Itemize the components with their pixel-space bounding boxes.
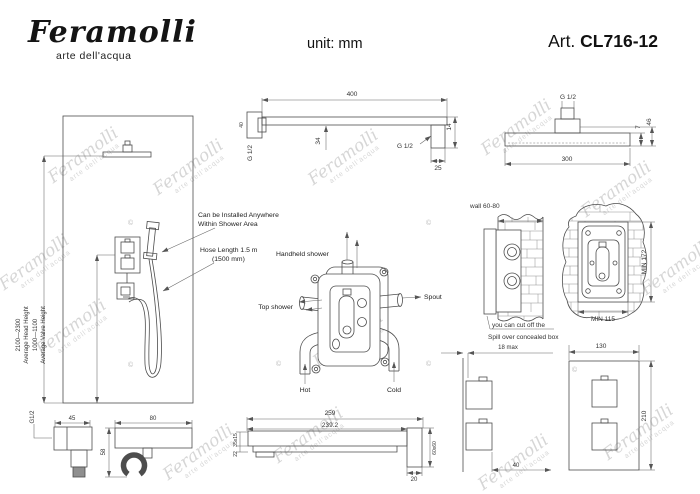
copyright-mark: © <box>426 360 432 368</box>
trim-front-diagram: © 130 210 <box>568 343 655 471</box>
dim-wall-depth: wall 60-80 <box>469 203 500 210</box>
unit-label: unit: mm <box>307 36 363 52</box>
label-arm-end-thread: G 1/2 <box>397 143 413 150</box>
dim-head-height: 46 <box>646 118 653 126</box>
label-spout: Spout <box>424 294 442 301</box>
hose <box>127 258 162 378</box>
copyright-mark: © <box>276 360 282 368</box>
dim-head-height-range: 2100—2300 <box>16 318 22 351</box>
dim-trim-width: 130 <box>596 343 607 350</box>
label-handheld-shower: Handheld shower <box>276 251 330 258</box>
brand-tagline: arte dell'acqua <box>56 50 132 62</box>
wall-outlet-diagram: G1/2 45 <box>30 410 93 478</box>
label-head-thread: G 1/2 <box>560 94 576 101</box>
dim-min-height: MIN 172 <box>641 249 648 274</box>
art-prefix: Art. <box>548 31 576 51</box>
dim-head-lip: 7 <box>635 125 642 129</box>
spout-diagram: 259 239.2 35x15 22 60x60 20 <box>233 410 438 483</box>
note-install-anywhere-1: Can be Installed Anywhere <box>198 212 279 219</box>
dim-valve-height-range: 1000—1100 <box>33 318 39 351</box>
valve-rough-in-diagram: Can be Installed Anywhere Within Shower … <box>161 212 442 394</box>
dim-head-width: 300 <box>562 156 573 163</box>
dim-arm-flange: 40 <box>239 122 245 128</box>
dim-trim-protrusion: 18 max <box>498 345 518 351</box>
dim-holder-width: 80 <box>150 416 157 422</box>
dim-arm-drop: 34 <box>315 137 322 145</box>
dim-arm-length: 400 <box>347 91 358 98</box>
dim-head-height-label: Average Head Height <box>24 306 30 364</box>
wall-cutout-diagram: MIN 172 MIN 115 <box>561 203 655 323</box>
shower-head-diagram: G 1/2 7 46 300 <box>504 94 656 167</box>
dim-trim-height: 210 <box>641 410 648 421</box>
note-hose-length-2: (1500 mm) <box>212 256 245 263</box>
shower-area-diagram: 2100—2300 Average Head Height 1000—1100 … <box>16 115 194 404</box>
trim-side-diagram: 18 max 40 <box>441 345 553 473</box>
copyright-mark: © <box>128 361 134 369</box>
note-cut-2: Spill over concealed box <box>488 334 559 341</box>
dim-spout-section: 35x15 <box>233 433 239 447</box>
label-arm-thread: G 1/2 <box>247 145 254 161</box>
dim-arm-end-width: 25 <box>434 165 442 172</box>
note-install-anywhere-2: Within Shower Area <box>198 221 258 228</box>
dim-min-width: MIN 115 <box>591 316 615 323</box>
dim-spout-total: 259 <box>325 410 336 417</box>
dim-arm-end-height: 14 <box>446 123 453 131</box>
copyright-mark: © <box>426 219 432 227</box>
wall-section-diagram: wall 60-80 you can cut off the Spill ove… <box>469 203 559 341</box>
label-cold: Cold <box>387 387 401 394</box>
brand-name: Feramolli <box>28 15 197 50</box>
label-hot: Hot <box>300 387 311 394</box>
note-hose-length-1: Hose Length 1.5 m <box>200 247 258 254</box>
shower-arm-diagram: 400 34 14 25 G 1/2 G 1/2 40 <box>239 91 458 172</box>
art-code: CL716-12 <box>580 31 658 51</box>
note-cut-1: you can cut off the <box>492 322 545 329</box>
dim-outlet-width: 45 <box>69 416 76 422</box>
dim-valve-height-label: Average Valve Height <box>41 306 47 364</box>
dim-spout-depth: 20 <box>411 477 418 483</box>
label-top-shower: Top shower <box>258 304 293 311</box>
dim-spout-end-section: 60x60 <box>432 441 438 455</box>
dim-spout-body: 239.2 <box>322 422 339 429</box>
label-outlet-thread: G1/2 <box>30 410 36 424</box>
dim-trim-knob-depth: 40 <box>513 463 520 469</box>
art-number: Art. CL716-12 <box>548 31 658 52</box>
dim-holder-height: 58 <box>101 448 107 455</box>
copyright-mark: © <box>128 219 134 227</box>
copyright-mark: © <box>572 366 578 374</box>
brand-logo: Feramolli arte dell'acqua <box>28 18 197 62</box>
handheld-holder-diagram: 80 58 <box>101 416 193 478</box>
dim-spout-lip: 22 <box>233 451 239 457</box>
